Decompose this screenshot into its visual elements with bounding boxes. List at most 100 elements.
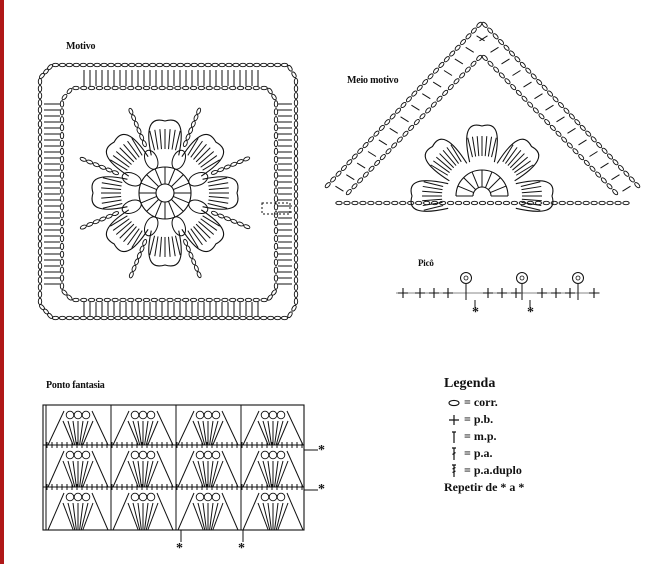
- chain-stitch: [293, 212, 299, 220]
- chain-stitch: [37, 163, 43, 171]
- chain-stitch: [37, 170, 43, 178]
- chain-stitch: [225, 315, 233, 321]
- chain-stitch: [442, 89, 449, 96]
- stitch: [210, 460, 219, 488]
- chain-stitch: [590, 200, 598, 206]
- stitch: [192, 420, 204, 446]
- chain-stitch: [430, 101, 437, 108]
- chain-stitch: [37, 148, 43, 157]
- stitch: [91, 410, 109, 446]
- stitch: [145, 420, 154, 446]
- stitch: [112, 492, 130, 531]
- small-petal: [188, 171, 209, 187]
- chain-stitch: [293, 205, 299, 213]
- stitch: [127, 502, 139, 531]
- large-petal: [202, 176, 239, 210]
- chain-stitch: [582, 200, 590, 206]
- stitch: [171, 174, 184, 187]
- stitch: [67, 420, 76, 446]
- legend-item: = p.a.duplo: [444, 462, 524, 479]
- chain-stitch: [273, 163, 279, 171]
- chain-stitch: [37, 155, 43, 164]
- stitch: [156, 450, 174, 488]
- chain-stitch: [162, 62, 171, 68]
- chain-stitch: [541, 84, 548, 91]
- chain-stitch: [273, 62, 282, 68]
- center-ring: [155, 183, 175, 203]
- chain-stitch: [37, 177, 43, 185]
- chain-stitch: [158, 85, 166, 91]
- meio-motivo-diagram: [324, 21, 641, 212]
- stitch: [154, 168, 163, 185]
- chain-stitch: [59, 282, 65, 290]
- chain-stitch: [585, 130, 592, 137]
- chain-stitch: [413, 119, 420, 126]
- chain-stitch: [142, 239, 148, 246]
- stitch: [149, 130, 156, 151]
- stitch: [147, 460, 159, 488]
- stitch: [197, 420, 206, 446]
- stitch: [154, 201, 163, 218]
- chain-stitch: [346, 159, 353, 166]
- stitch: [286, 450, 304, 488]
- stitch: [556, 116, 565, 123]
- chain-stitch: [273, 108, 279, 116]
- chain-stitch: [470, 60, 477, 67]
- chain-stitch: [566, 200, 574, 206]
- chain-stitch: [65, 62, 74, 68]
- chain-stitch: [59, 171, 65, 179]
- stitch: [422, 185, 443, 191]
- cluster-loop: [260, 410, 270, 420]
- chain-stitch: [443, 56, 450, 63]
- legend: Legenda = corr. = p.b. = m.p. = p.a. = p…: [444, 376, 524, 495]
- chain-stitch: [169, 315, 178, 321]
- chain-stitch: [378, 124, 385, 131]
- chain-stitch: [425, 107, 432, 114]
- chain-stitch: [37, 276, 43, 284]
- stitch: [501, 58, 510, 65]
- stitch: [411, 104, 420, 111]
- chain-stitch: [293, 184, 299, 192]
- cluster-loop: [211, 450, 221, 460]
- chain-stitch: [229, 85, 237, 91]
- stitch: [267, 460, 272, 488]
- chain-stitch: [527, 101, 534, 108]
- chain-stitch: [530, 73, 537, 80]
- large-petal: [181, 209, 225, 253]
- chain-stitch: [80, 297, 88, 303]
- chain-stitch: [37, 212, 43, 220]
- chain-stitch: [246, 315, 254, 321]
- chain-stitch: [487, 27, 494, 34]
- chain-stitch: [273, 171, 279, 179]
- stitch: [80, 502, 89, 531]
- chain-stitch: [218, 315, 226, 321]
- chain-stitch: [59, 124, 65, 132]
- stitch: [200, 218, 218, 231]
- chain-stitch: [566, 142, 573, 149]
- stitch: [262, 460, 271, 488]
- chain-stitch: [128, 315, 136, 321]
- chain-stitch: [37, 219, 43, 228]
- stitch: [209, 502, 214, 531]
- cluster-loop: [276, 492, 286, 502]
- stitch: [67, 502, 76, 531]
- chain-stitch: [253, 315, 261, 321]
- chain-stitch: [127, 85, 135, 91]
- stitch: [476, 35, 485, 42]
- chain-stitch: [375, 200, 383, 206]
- stitch: [491, 137, 497, 158]
- stitch: [221, 492, 239, 531]
- stitch: [520, 181, 541, 187]
- chain-stitch: [59, 100, 65, 108]
- stitch: [514, 160, 531, 173]
- stitch: [171, 199, 184, 212]
- chain-stitch: [197, 62, 205, 68]
- stitch: [159, 236, 162, 257]
- chain-stitch: [79, 315, 87, 321]
- small-petal: [121, 199, 142, 215]
- chain-stitch: [43, 308, 49, 315]
- chain-stitch: [287, 311, 293, 319]
- plus-icon: [444, 414, 464, 426]
- stitch: [509, 153, 525, 169]
